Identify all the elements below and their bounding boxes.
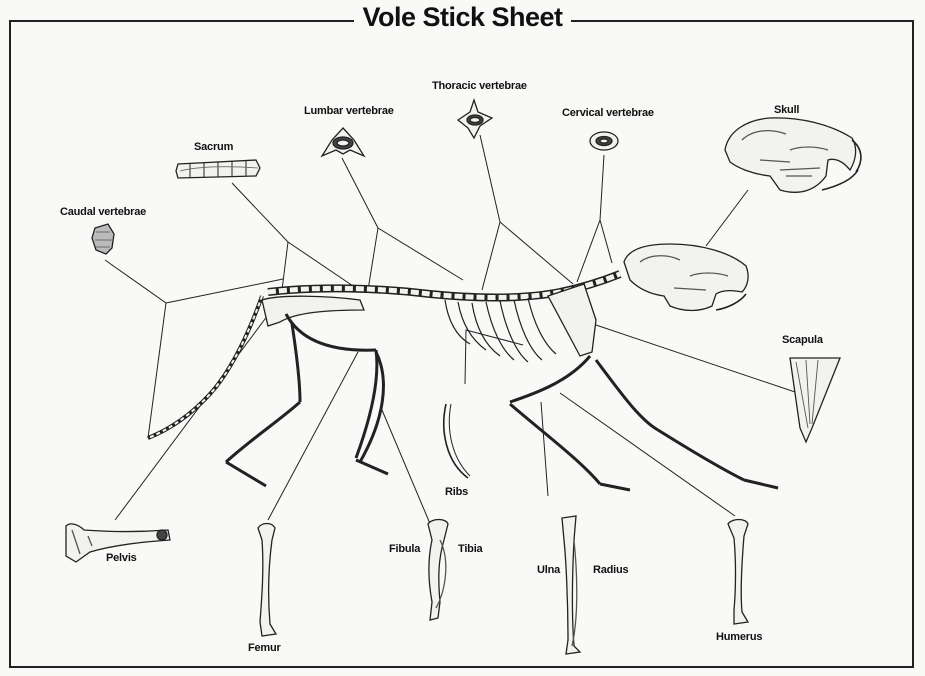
label-femur: Femur bbox=[248, 642, 281, 654]
label-ribs: Ribs bbox=[445, 486, 468, 498]
rib-cage bbox=[445, 298, 556, 362]
sheet-title-text: Vole Stick Sheet bbox=[354, 2, 570, 32]
cervical-vertebra-drawing bbox=[590, 132, 618, 150]
label-skull: Skull bbox=[774, 104, 799, 116]
sheet-title: Vole Stick Sheet bbox=[0, 2, 925, 33]
label-radius: Radius bbox=[593, 564, 628, 576]
tail-vertebrae bbox=[148, 296, 262, 438]
label-caudal-vertebrae: Caudal vertebrae bbox=[60, 206, 146, 218]
caudal-vertebra-drawing bbox=[92, 224, 114, 254]
thoracic-vertebra-drawing bbox=[458, 100, 492, 138]
label-scapula: Scapula bbox=[782, 334, 823, 346]
label-tibia: Tibia bbox=[458, 543, 482, 555]
label-humerus: Humerus bbox=[716, 631, 762, 643]
leader-lines bbox=[105, 135, 798, 526]
skeleton-skull bbox=[624, 244, 748, 311]
assembled-skeleton bbox=[148, 244, 778, 490]
scapula-drawing bbox=[790, 358, 840, 442]
tibia-fibula-drawing bbox=[428, 520, 448, 621]
hind-legs bbox=[226, 314, 388, 486]
label-cervical-vertebrae: Cervical vertebrae bbox=[562, 107, 654, 119]
humerus-drawing bbox=[728, 520, 748, 625]
skull-drawing bbox=[725, 118, 861, 192]
isolated-bones bbox=[66, 100, 861, 654]
label-thoracic-vertebrae: Thoracic vertebrae bbox=[432, 80, 527, 92]
lumbar-vertebra-drawing bbox=[322, 128, 364, 156]
label-ulna: Ulna bbox=[537, 564, 560, 576]
femur-drawing bbox=[258, 524, 276, 637]
skeleton-pelvis bbox=[262, 296, 364, 326]
label-pelvis: Pelvis bbox=[106, 552, 137, 564]
label-sacrum: Sacrum bbox=[194, 141, 233, 153]
label-lumbar-vertebrae: Lumbar vertebrae bbox=[304, 105, 394, 117]
fore-legs bbox=[510, 356, 778, 490]
rib-drawing bbox=[444, 404, 470, 478]
sacrum-drawing bbox=[176, 160, 260, 178]
skeleton-scapula bbox=[548, 284, 596, 356]
label-fibula: Fibula bbox=[389, 543, 420, 555]
ulna-radius-drawing bbox=[562, 516, 580, 654]
